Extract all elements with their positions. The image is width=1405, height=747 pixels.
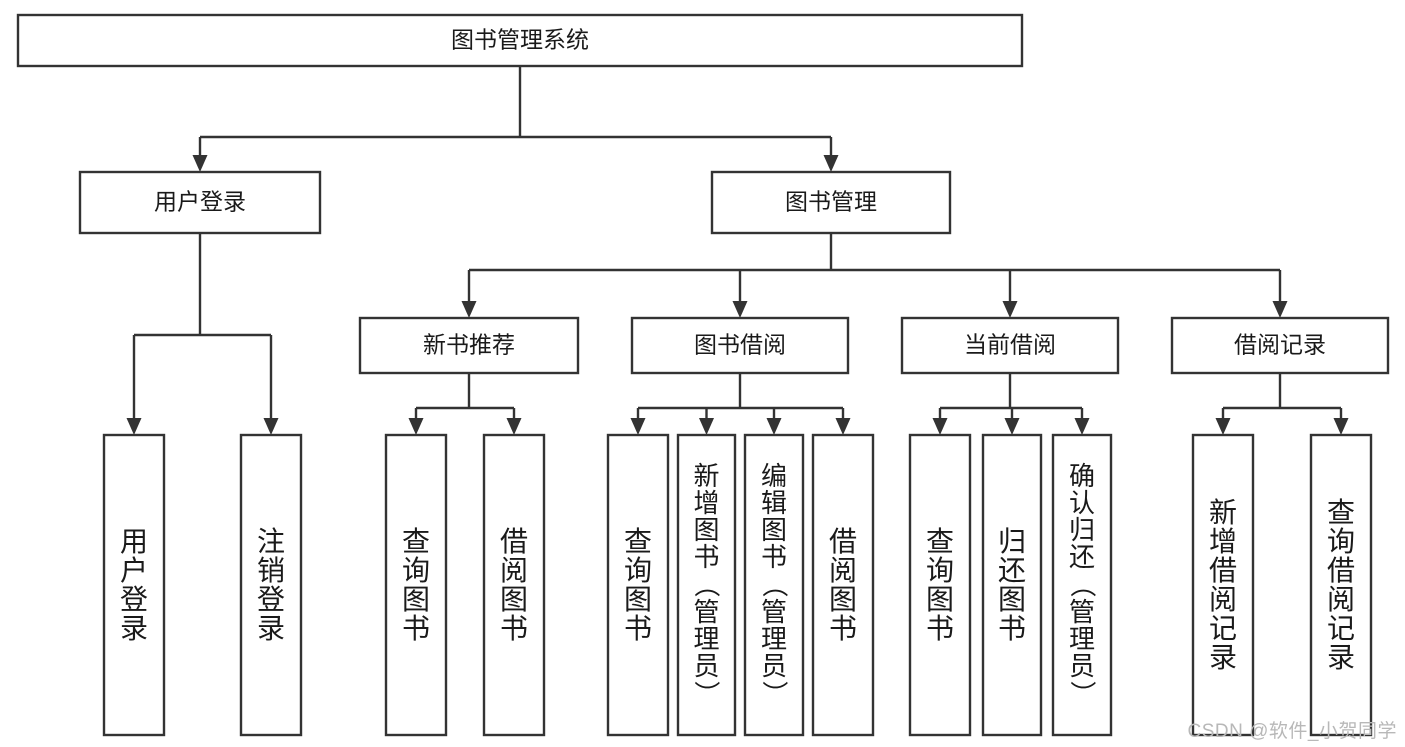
node-label-new-book-rec: 新书推荐 [423, 332, 515, 358]
node-box-borrow-record[interactable] [1170, 316, 1390, 375]
arrow-head-icon [630, 418, 646, 435]
connector-layer [126, 66, 1349, 435]
node-box-leaf-user-login[interactable] [102, 433, 166, 737]
arrow-head-icon [408, 418, 424, 435]
node-box-leaf-confirm-return[interactable] [1051, 433, 1113, 737]
node-box-leaf-borrow-book-2[interactable] [811, 433, 875, 737]
node-box-leaf-query-record[interactable] [1309, 433, 1373, 737]
arrow-head-icon [1215, 418, 1231, 435]
node-box-leaf-query-book-2[interactable] [606, 433, 670, 737]
arrow-head-icon [192, 155, 208, 172]
node-label-book-manage: 图书管理 [785, 189, 877, 215]
node-label-borrow-record: 借阅记录 [1234, 332, 1326, 358]
node-label-book-borrow: 图书借阅 [694, 332, 786, 358]
arrow-head-icon [263, 418, 279, 435]
arrow-head-icon [461, 301, 477, 318]
arrow-head-icon [1004, 418, 1020, 435]
node-box-root[interactable] [16, 13, 1024, 68]
node-box-book-manage[interactable] [710, 170, 952, 235]
arrow-head-icon [1333, 418, 1349, 435]
arrow-head-icon [506, 418, 522, 435]
node-box-user-login[interactable] [78, 170, 322, 235]
node-box-current-borrow[interactable] [900, 316, 1120, 375]
arrow-head-icon [1074, 418, 1090, 435]
node-box-leaf-add-record[interactable] [1191, 433, 1255, 737]
csdn-watermark: CSDN @软件_小贺同学 [1187, 721, 1397, 742]
node-label-current-borrow: 当前借阅 [964, 332, 1056, 358]
node-box-book-borrow[interactable] [630, 316, 850, 375]
arrow-head-icon [732, 301, 748, 318]
node-label-root: 图书管理系统 [451, 27, 589, 53]
node-box-leaf-edit-book[interactable] [743, 433, 805, 737]
arrow-head-icon [1002, 301, 1018, 318]
node-box-leaf-return-book[interactable] [981, 433, 1043, 737]
arrow-head-icon [932, 418, 948, 435]
arrow-head-icon [699, 418, 714, 435]
arrow-head-icon [823, 155, 839, 172]
arrow-head-icon [126, 418, 142, 435]
arrow-head-icon [835, 418, 851, 435]
node-box-leaf-query-book-1[interactable] [384, 433, 448, 737]
arrow-head-icon [766, 418, 782, 435]
node-box-leaf-logout[interactable] [239, 433, 303, 737]
node-label-user-login: 用户登录 [154, 189, 246, 215]
node-box-leaf-borrow-book-1[interactable] [482, 433, 546, 737]
node-box-leaf-query-book-3[interactable] [908, 433, 972, 737]
node-box-leaf-add-book[interactable] [676, 433, 737, 737]
node-box-new-book-rec[interactable] [358, 316, 580, 375]
arrow-head-icon [1272, 301, 1288, 318]
